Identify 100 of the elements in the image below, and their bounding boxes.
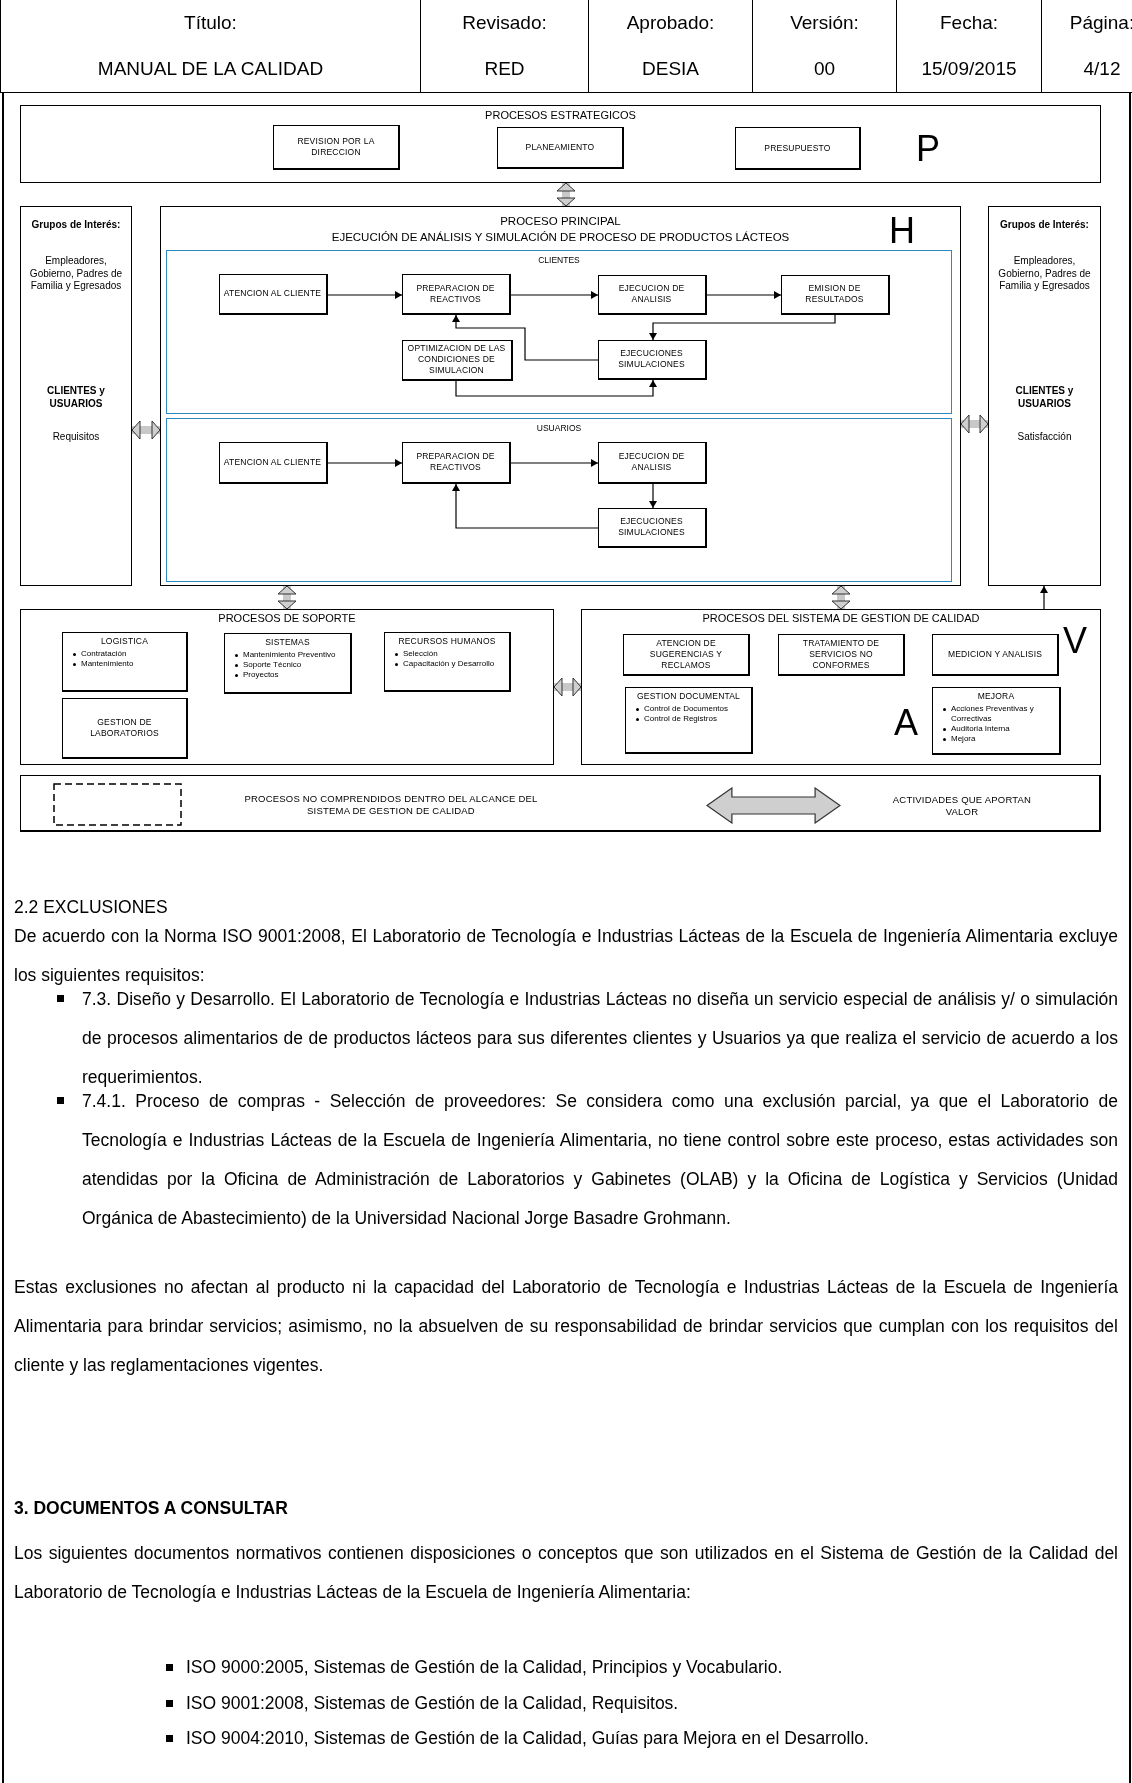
arrow bbox=[452, 314, 599, 361]
frame-title: PROCESOS ESTRATEGICOS bbox=[484, 108, 637, 122]
process-box bbox=[932, 687, 1061, 755]
process-frame bbox=[581, 609, 1101, 765]
bullet-item: Mantenimiento Preventivo bbox=[234, 650, 346, 660]
bullet-item: Auditoria Interna bbox=[942, 724, 1055, 734]
process-label: PREPARACION DE REACTIVOS bbox=[415, 282, 496, 305]
header-label: Aprobado: bbox=[588, 0, 753, 46]
process-box bbox=[401, 339, 513, 381]
legend-label: PROCESOS NO COMPRENDIDOS DENTRO DEL ALCANCE DEL SISTEMA DE GESTION DE CALIDAD bbox=[243, 792, 539, 817]
bullet-item: Mantenimiento bbox=[72, 659, 182, 669]
process-box bbox=[597, 274, 707, 315]
process-label: ATENCION DE SUGERENCIAS Y RECLAMOS bbox=[648, 638, 724, 671]
process-label: EJECUCION DE ANALISIS bbox=[617, 283, 686, 305]
frame-title: PROCESO PRINCIPAL bbox=[499, 214, 622, 228]
process-label: PRESUPUESTO bbox=[763, 142, 832, 154]
process-title: SISTEMAS bbox=[264, 637, 311, 648]
process-label: EJECUCION DE ANALISIS bbox=[617, 451, 686, 473]
header-value: RED bbox=[420, 45, 589, 93]
panel-text: Empleadores, Gobierno, Padres de Familia y Egresados bbox=[997, 255, 1092, 293]
block-arrow bbox=[960, 414, 989, 434]
block-arrow bbox=[131, 420, 161, 440]
process-box bbox=[497, 127, 624, 169]
block-arrow bbox=[553, 677, 582, 697]
header-label: Versión: bbox=[752, 0, 897, 46]
process-label: PREPARACION DE REACTIVOS bbox=[415, 451, 496, 473]
process-label: EJECUCIONES SIMULACIONES bbox=[617, 516, 686, 538]
process-title: GESTION DOCUMENTAL bbox=[635, 691, 742, 702]
process-label: GESTION DE LABORATORIOS bbox=[89, 717, 160, 739]
arrow bbox=[510, 459, 599, 467]
frame-title: PROCESOS DEL SISTEMA DE GESTION DE CALIDAD bbox=[701, 611, 981, 625]
process-label: PLANEAMIENTO bbox=[524, 142, 596, 153]
section-heading: 2.2 EXCLUSIONES bbox=[14, 896, 169, 919]
arrow bbox=[649, 314, 836, 341]
process-frame bbox=[20, 609, 554, 765]
header-value: MANUAL DE LA CALIDAD bbox=[0, 45, 421, 93]
bullet-item: Control de Registros bbox=[635, 714, 747, 724]
arrow bbox=[455, 379, 657, 397]
header-value: DESIA bbox=[588, 45, 753, 93]
process-label: ATENCION AL CLIENTE bbox=[222, 288, 323, 299]
header-label: Fecha: bbox=[896, 0, 1042, 46]
swimlane-panel bbox=[166, 250, 952, 414]
bullet-item: ISO 9000:2005, Sistemas de Gestión de la Calidad, Principios y Vocabulario. bbox=[166, 1649, 1106, 1685]
process-box bbox=[401, 273, 511, 315]
bullet-item: ISO 9001:2008, Sistemas de Gestión de la Calidad, Requisitos. bbox=[166, 1685, 1106, 1721]
process-label: TRATAMIENTO DE SERVICIOS NO CONFORMES bbox=[801, 638, 881, 671]
stakeholder-panel bbox=[20, 206, 132, 586]
arrow bbox=[510, 291, 599, 299]
panel-heading: Grupos de Interés: bbox=[30, 219, 122, 232]
cycle-letter: P bbox=[915, 129, 941, 169]
process-box bbox=[218, 441, 328, 484]
lane-title: USUARIOS bbox=[535, 423, 583, 434]
process-box bbox=[273, 125, 400, 170]
process-box bbox=[625, 687, 753, 754]
header-value: 00 bbox=[752, 45, 897, 93]
panel-heading: CLIENTES y USUARIOS bbox=[46, 385, 106, 410]
panel-heading: CLIENTES y USUARIOS bbox=[1014, 385, 1075, 410]
process-box bbox=[623, 634, 750, 676]
bullet-item: Soporte Técnico bbox=[234, 660, 346, 670]
cycle-letter: H bbox=[888, 211, 916, 251]
block-arrow bbox=[831, 585, 851, 610]
process-box bbox=[597, 507, 707, 548]
section-heading: 3. DOCUMENTOS A CONSULTAR bbox=[14, 1497, 289, 1520]
panel-text: Satisfacción bbox=[1016, 431, 1073, 444]
process-label: EMISION DE RESULTADOS bbox=[804, 283, 865, 305]
header-label: Página: bbox=[1041, 0, 1132, 46]
process-box bbox=[62, 632, 188, 692]
process-frame bbox=[160, 206, 961, 586]
process-frame bbox=[20, 105, 1101, 183]
process-box bbox=[597, 441, 707, 484]
swimlane-panel bbox=[166, 418, 952, 582]
bullet-item: Selección bbox=[394, 649, 505, 659]
frame-title: PROCESOS DE SOPORTE bbox=[217, 611, 357, 625]
bullet-item: Contratación bbox=[72, 649, 182, 659]
bullet-item: Acciones Preventivas y Correctivas bbox=[942, 704, 1055, 724]
process-title: LOGISTICA bbox=[99, 636, 150, 647]
arrow bbox=[327, 459, 403, 467]
arrow bbox=[452, 483, 599, 529]
process-box bbox=[401, 441, 511, 484]
bullet-item: Control de Documentos bbox=[635, 704, 747, 714]
process-box bbox=[780, 274, 890, 315]
process-label: ATENCION AL CLIENTE bbox=[222, 456, 323, 468]
panel-heading: Grupos de Interés: bbox=[999, 219, 1090, 232]
process-title: MEJORA bbox=[976, 691, 1016, 702]
lane-title: CLIENTES bbox=[537, 255, 581, 266]
bullet-item: Proyectos bbox=[234, 670, 346, 680]
cycle-letter: A bbox=[893, 703, 919, 743]
process-box bbox=[735, 127, 861, 170]
arrow bbox=[706, 291, 782, 299]
bullet-item: Capacitación y Desarrollo bbox=[394, 659, 505, 669]
header-label: Título: bbox=[0, 0, 421, 46]
arrow bbox=[649, 483, 657, 509]
block-arrow bbox=[556, 182, 576, 207]
arrow bbox=[327, 291, 403, 299]
legend-label: ACTIVIDADES QUE APORTAN VALOR bbox=[891, 793, 1033, 818]
panel-text: Requisitos bbox=[51, 431, 101, 444]
bullet-item: ISO 9004:2010, Sistemas de Gestión de la Calidad, Guías para Mejora en el Desarrollo. bbox=[166, 1720, 1106, 1756]
process-box bbox=[932, 634, 1059, 676]
process-box bbox=[218, 273, 328, 315]
header-label: Revisado: bbox=[420, 0, 589, 46]
